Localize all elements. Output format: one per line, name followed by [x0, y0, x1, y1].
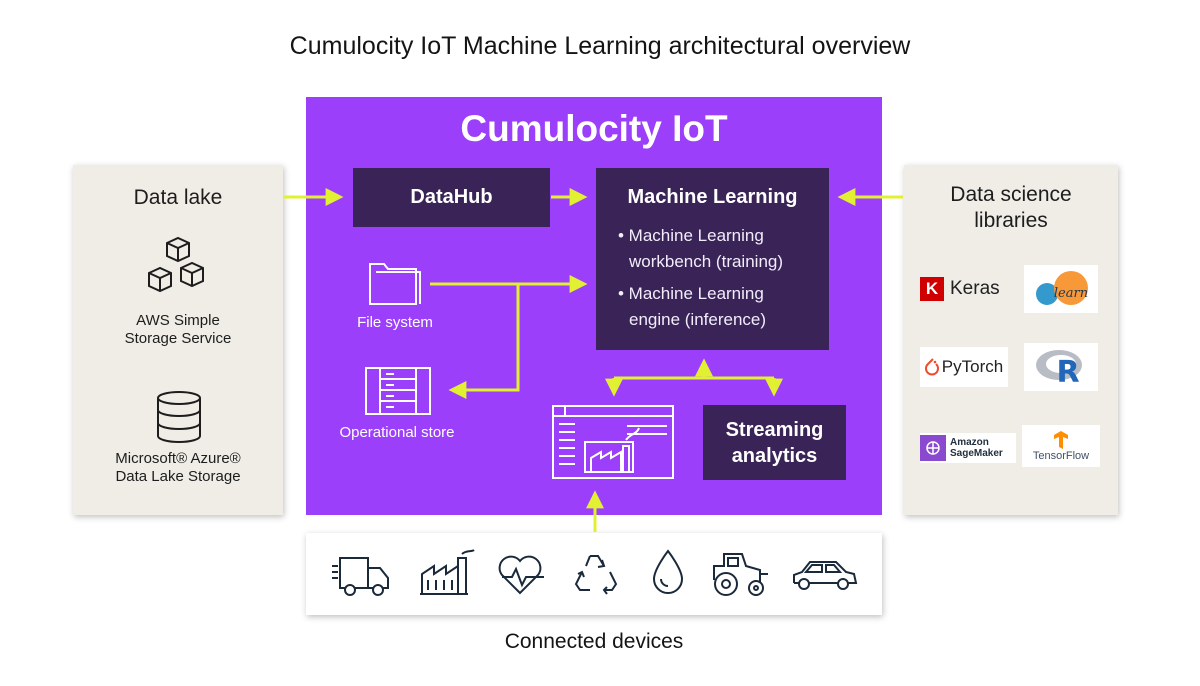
heart-pulse-icon	[498, 555, 544, 595]
azure-label: Microsoft® Azure® Data Lake Storage	[115, 450, 241, 485]
server-rack-icon	[365, 367, 431, 415]
ml-bullet-engine: • Machine Learning engine (inference)	[618, 284, 767, 329]
pytorch-logo: PyTorch	[920, 347, 1008, 387]
pytorch-flame-icon	[924, 358, 939, 376]
datahub-box: DataHub	[353, 168, 550, 227]
sagemaker-text: Amazon SageMaker	[950, 437, 1003, 459]
pytorch-label: PyTorch	[941, 357, 1004, 376]
tensorflow-label: TensorFlow	[1032, 450, 1090, 462]
ml-bullet-workbench: • Machine Learning workbench (training)	[618, 226, 784, 271]
recycle-icon	[574, 555, 618, 595]
aws-label: AWS Simple Storage Service	[124, 312, 232, 347]
sagemaker-brain-icon	[920, 435, 946, 461]
libraries-heading: Data science libraries	[950, 183, 1072, 232]
connected-devices-label: Connected devices	[504, 630, 684, 653]
r-logo: R	[1024, 343, 1098, 391]
car-icon	[793, 561, 858, 590]
sagemaker-logo: Amazon SageMaker	[920, 433, 1016, 463]
data-lake-panel: Data lake AWS Simple Storage Service Mic…	[73, 165, 283, 515]
tensorflow-logo: TensorFlow	[1022, 425, 1100, 467]
file-system-label: File system	[357, 314, 433, 331]
streaming-analytics-box: Streaming analytics	[703, 405, 846, 480]
tractor-icon	[713, 553, 768, 596]
arrow-to-operational-store	[448, 284, 520, 399]
cube-right	[180, 261, 204, 288]
diagram-title: Cumulocity IoT Machine Learning architec…	[289, 32, 911, 60]
device-icons	[332, 549, 858, 596]
ml-title: Machine Learning	[627, 186, 798, 208]
folder-icon	[369, 263, 421, 305]
keras-label: Keras	[950, 278, 1000, 299]
sklearn-logo: learn	[1024, 265, 1098, 313]
truck-icon	[332, 557, 389, 596]
platform-title: Cumulocity IoT	[460, 108, 728, 149]
sklearn-circles: learn	[1036, 271, 1088, 305]
r-mark: R	[1036, 350, 1082, 388]
sklearn-label: learn	[1054, 286, 1088, 301]
water-drop-icon	[652, 549, 684, 594]
data-lake-heading: Data lake	[133, 186, 223, 209]
data-science-libraries-panel: Data science libraries K Keras learn PyT…	[904, 165, 1118, 515]
dashboard-factory-icon	[552, 405, 674, 479]
datahub-label: DataHub	[410, 186, 493, 208]
cube-top	[166, 236, 190, 263]
machine-learning-box: Machine Learning • Machine Learning work…	[596, 168, 829, 350]
database-icon	[157, 391, 201, 443]
keras-logo: K Keras	[920, 276, 1006, 302]
r-label: R	[1056, 355, 1079, 388]
cubes-icon	[148, 236, 204, 293]
connected-devices-panel	[306, 533, 882, 615]
keras-k-mark: K	[920, 277, 944, 301]
operational-store-label: Operational store	[339, 424, 455, 441]
cube-left	[148, 266, 172, 293]
tensorflow-mark	[1054, 431, 1068, 449]
factory-icon	[420, 549, 475, 595]
